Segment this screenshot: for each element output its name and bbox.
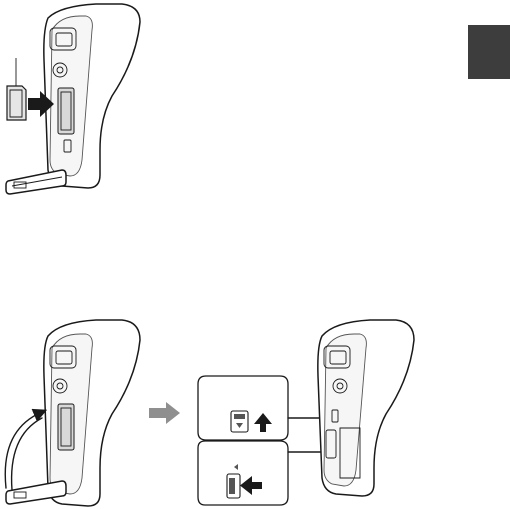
curved-close-arrow (5, 412, 42, 488)
transition-arrow (149, 402, 180, 424)
detail-inset-lock-push (198, 441, 288, 505)
camcorder-closed (318, 320, 414, 496)
sd-card (7, 86, 26, 120)
camcorder-closing-cover (6, 320, 140, 506)
curved-close-arrow-outline (12, 418, 42, 490)
detail-inset-lock-slide (198, 376, 288, 440)
